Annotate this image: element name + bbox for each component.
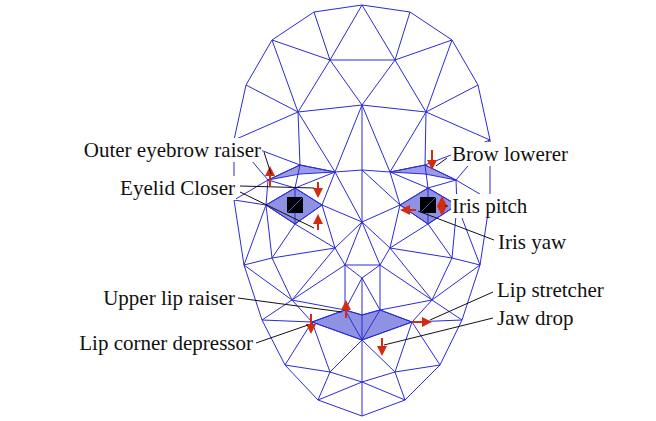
eyelid-arrow bbox=[317, 182, 319, 196]
callout-label: Iris pitch bbox=[451, 194, 528, 218]
left-iris bbox=[287, 197, 303, 213]
callout-label: Lip corner depressor bbox=[78, 331, 254, 355]
callout-label: Jaw drop bbox=[496, 306, 574, 330]
lip-depress-arrow bbox=[310, 314, 312, 332]
callout-label: Outer eyebrow raiser bbox=[83, 138, 262, 162]
iris-diagonal bbox=[420, 197, 436, 213]
jaw-drop-arrow bbox=[381, 338, 383, 354]
lip-stretch-arrow bbox=[412, 321, 430, 323]
callout-label: Lip stretcher bbox=[496, 278, 605, 302]
leader-line bbox=[436, 158, 447, 166]
leader-line bbox=[238, 298, 342, 312]
iris-pitch-arrow bbox=[441, 198, 443, 214]
iris-diagonal bbox=[287, 197, 303, 213]
callout-label: Iris yaw bbox=[497, 230, 567, 254]
brow-lower-arrow bbox=[431, 150, 433, 168]
right-iris bbox=[420, 197, 436, 213]
eyelid-arrow bbox=[317, 216, 319, 230]
leader-line bbox=[445, 206, 448, 207]
iris-yaw-arrow bbox=[402, 209, 416, 211]
callout-label: Upper lip raiser bbox=[102, 286, 236, 310]
action-arrows bbox=[270, 150, 442, 354]
leader-line bbox=[384, 318, 493, 345]
leader-line bbox=[256, 325, 308, 343]
callout-label: Eyelid Closer bbox=[119, 176, 236, 200]
leader-line bbox=[240, 186, 314, 188]
lip-raise-arrow bbox=[345, 302, 347, 318]
irises bbox=[287, 197, 436, 213]
leader-line bbox=[430, 292, 493, 320]
leader-line bbox=[240, 192, 314, 228]
right-brow-region bbox=[390, 165, 456, 180]
callout-label: Brow lowerer bbox=[451, 142, 569, 166]
leader-line bbox=[264, 152, 271, 174]
leader-lines bbox=[238, 152, 494, 345]
left-brow-region bbox=[268, 165, 335, 180]
